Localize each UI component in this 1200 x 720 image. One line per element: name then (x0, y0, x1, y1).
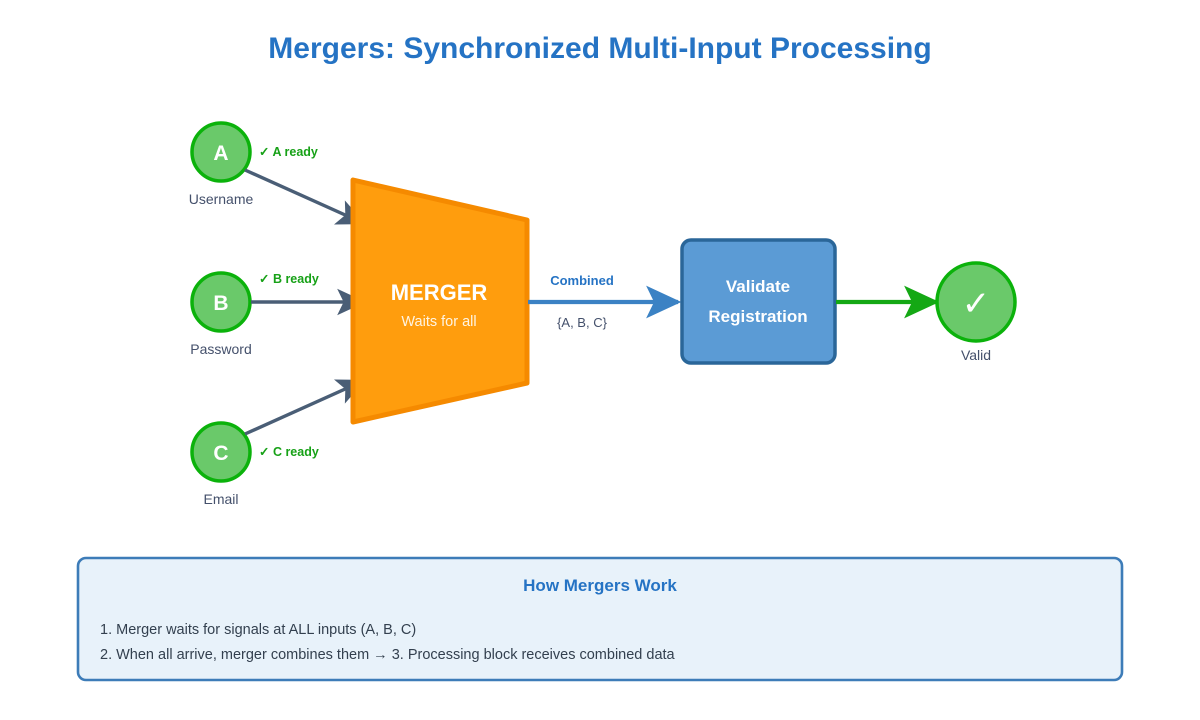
process-block[interactable]: Validate Registration (680, 238, 837, 365)
output-node-valid[interactable]: ✓ Valid (935, 261, 1017, 363)
input-node-c[interactable]: C Email ✓ C ready (190, 421, 319, 507)
node-b-letter: B (213, 292, 228, 315)
node-c-ready-label: ✓ C ready (259, 445, 319, 459)
legend-panel: How Mergers Work 1. Merger waits for sig… (76, 556, 1124, 682)
node-a-caption: Username (189, 191, 254, 207)
input-node-b[interactable]: B Password ✓ B ready (190, 271, 319, 357)
legend-line-2: 2. When all arrive, merger combines them… (100, 647, 676, 663)
node-c-circle[interactable] (190, 421, 252, 483)
merger-subtitle: Waits for all (401, 314, 476, 330)
merger-shape[interactable] (350, 177, 530, 425)
process-label-line1: Validate (726, 277, 790, 296)
node-b-caption: Password (190, 341, 251, 357)
node-b-circle[interactable] (190, 271, 252, 333)
page-title: Mergers: Synchronized Multi-Input Proces… (268, 32, 931, 65)
process-rect[interactable] (680, 238, 837, 365)
process-label-line2: Registration (708, 307, 807, 326)
node-a-letter: A (213, 142, 228, 165)
combined-payload-label: {A, B, C} (557, 315, 608, 330)
node-a-ready-label: ✓ A ready (259, 145, 318, 159)
combined-edge-group: Combined {A, B, C} (528, 273, 682, 330)
combined-label: Combined (550, 273, 614, 288)
legend-box (76, 556, 1124, 682)
check-icon: ✓ (962, 284, 991, 324)
legend-line-1: 1. Merger waits for signals at ALL input… (100, 622, 416, 638)
node-c-letter: C (213, 442, 228, 465)
node-a-circle[interactable] (190, 121, 252, 183)
valid-circle[interactable] (935, 261, 1017, 343)
legend-heading: How Mergers Work (523, 576, 677, 595)
merger-block[interactable]: MERGER Waits for all (350, 177, 530, 425)
merger-title: MERGER (391, 280, 488, 305)
edge-c-to-merger (244, 379, 366, 436)
valid-caption: Valid (961, 347, 991, 363)
node-b-ready-label: ✓ B ready (259, 272, 319, 286)
node-c-caption: Email (203, 491, 238, 507)
edge-a-to-merger (244, 168, 366, 225)
input-node-a[interactable]: A Username ✓ A ready (189, 121, 318, 207)
